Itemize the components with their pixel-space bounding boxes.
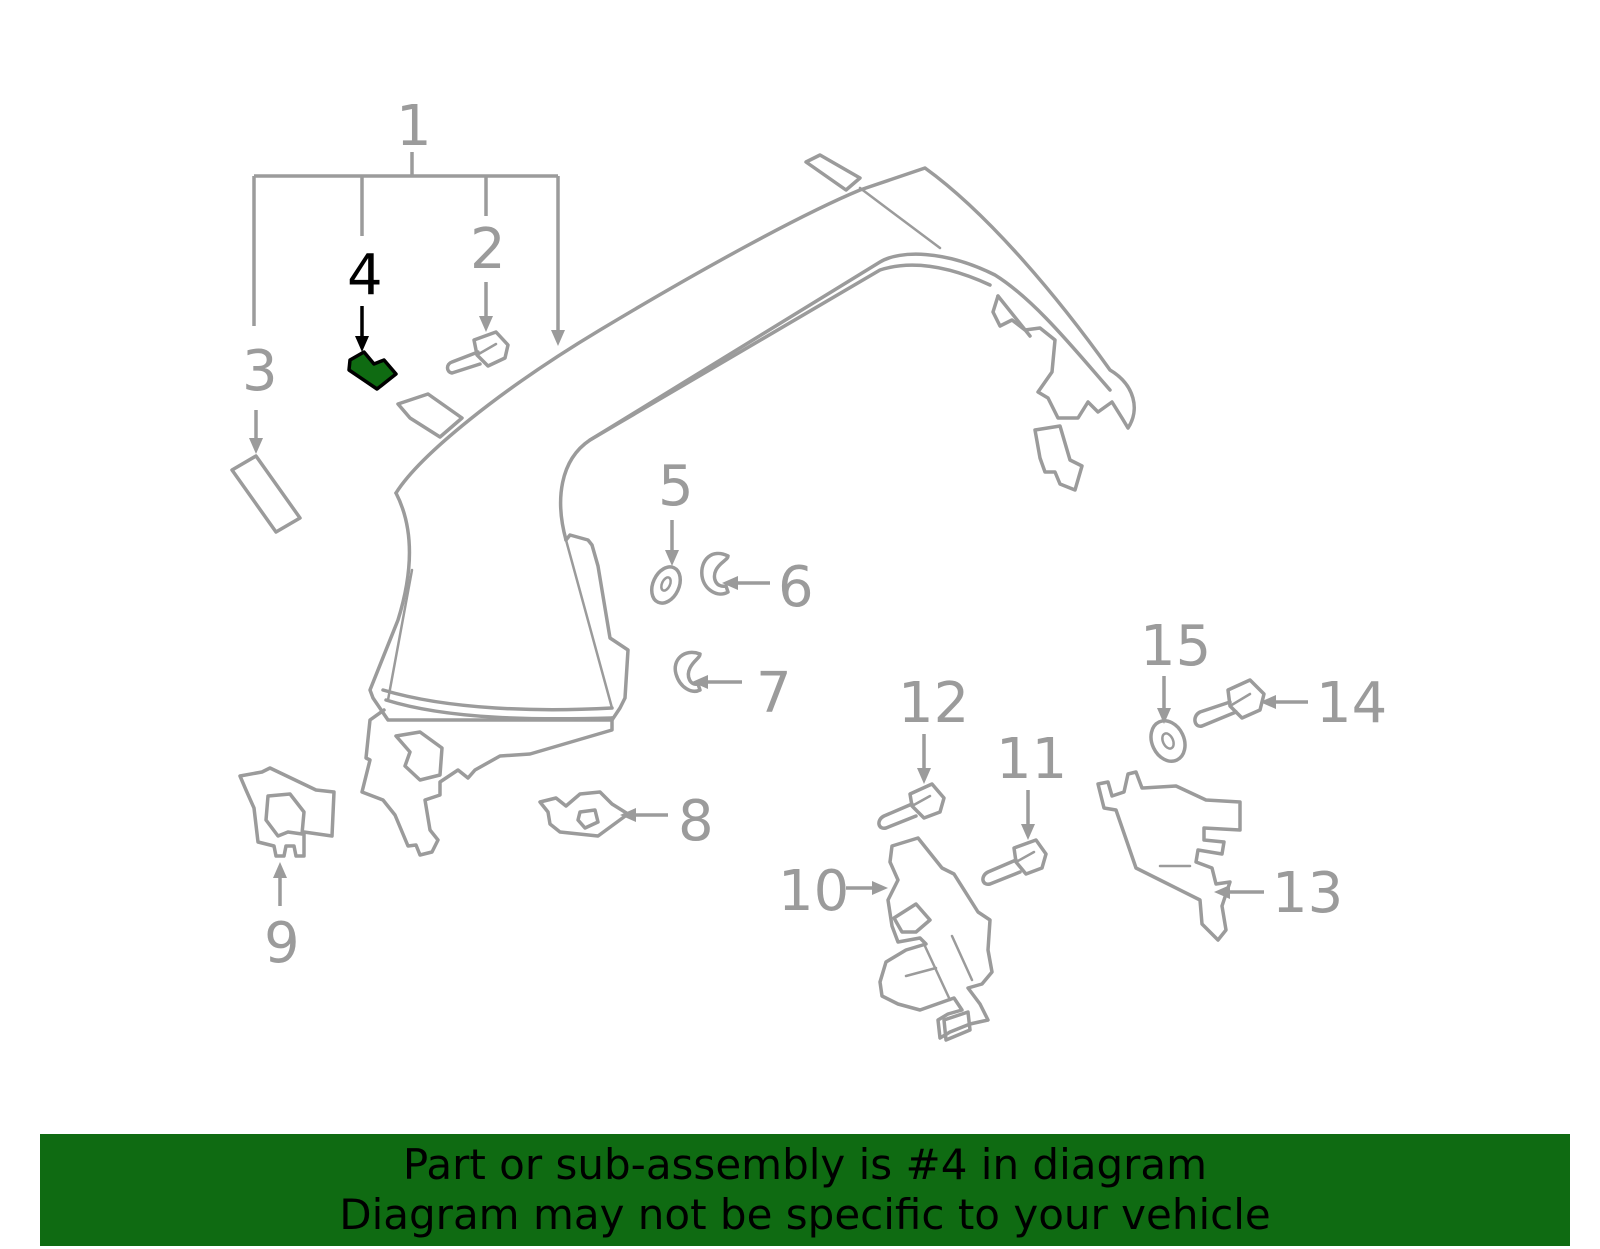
latch-assembly-icon: [878, 836, 994, 1042]
callout-9: 9: [264, 911, 300, 976]
bolt-icon-14: [1193, 678, 1266, 728]
washer-icon: [649, 565, 683, 605]
banner-line-2: Diagram may not be specific to your vehi…: [339, 1190, 1271, 1239]
bolt-icon: [445, 330, 510, 375]
callout-4: 4: [347, 243, 383, 308]
callout-7: 7: [756, 661, 792, 726]
bracket-icon-8: [538, 790, 630, 838]
callout-3-arrow: [249, 410, 263, 454]
callout-14: 14: [1316, 671, 1387, 736]
callout-13-arrow: [1214, 885, 1264, 899]
callout-5-arrow: [665, 520, 679, 566]
callout-11-arrow: [1021, 790, 1035, 840]
washer-icon-15: [1149, 719, 1187, 763]
clip-nut-icon-7: [673, 650, 702, 693]
callout-10: 10: [778, 859, 849, 924]
callout-7-arrow: [692, 675, 742, 689]
callout-15-arrow: [1157, 676, 1171, 724]
callout-2-arrow: [479, 282, 493, 332]
adhesive-pad-icon: [230, 454, 302, 534]
quarter-panel-outline: [360, 153, 1136, 857]
clip-nut-icon-6: [700, 551, 730, 596]
retainer-bracket: [396, 392, 464, 439]
callout-5: 5: [658, 454, 694, 519]
callout-8: 8: [678, 789, 714, 854]
bracket-icon-13: [1096, 770, 1242, 942]
bolt-icon-11: [981, 838, 1048, 886]
callout-1-bracket: [252, 152, 565, 346]
callout-9-arrow: [273, 862, 287, 906]
bracket-icon-9: [238, 766, 336, 858]
callout-6: 6: [778, 555, 814, 620]
callout-15: 15: [1140, 614, 1211, 679]
callout-14-arrow: [1260, 695, 1308, 709]
callout-3: 3: [242, 339, 278, 404]
callout-10-arrow: [846, 881, 888, 895]
callout-4-arrow: [355, 306, 369, 352]
bolt-icon-12: [877, 782, 946, 830]
callout-12-arrow: [917, 734, 931, 784]
info-banner: Part or sub-assembly is #4 in diagram Di…: [40, 1134, 1570, 1246]
callout-1: 1: [396, 94, 432, 159]
callout-12: 12: [898, 671, 969, 736]
callout-2: 2: [470, 217, 506, 282]
callout-8-arrow: [620, 808, 668, 822]
callout-13: 13: [1272, 861, 1343, 926]
highlighted-clip-part-4: [347, 350, 398, 391]
callout-11: 11: [996, 727, 1067, 792]
banner-line-1: Part or sub-assembly is #4 in diagram: [402, 1140, 1208, 1189]
callout-6-arrow: [722, 576, 770, 590]
